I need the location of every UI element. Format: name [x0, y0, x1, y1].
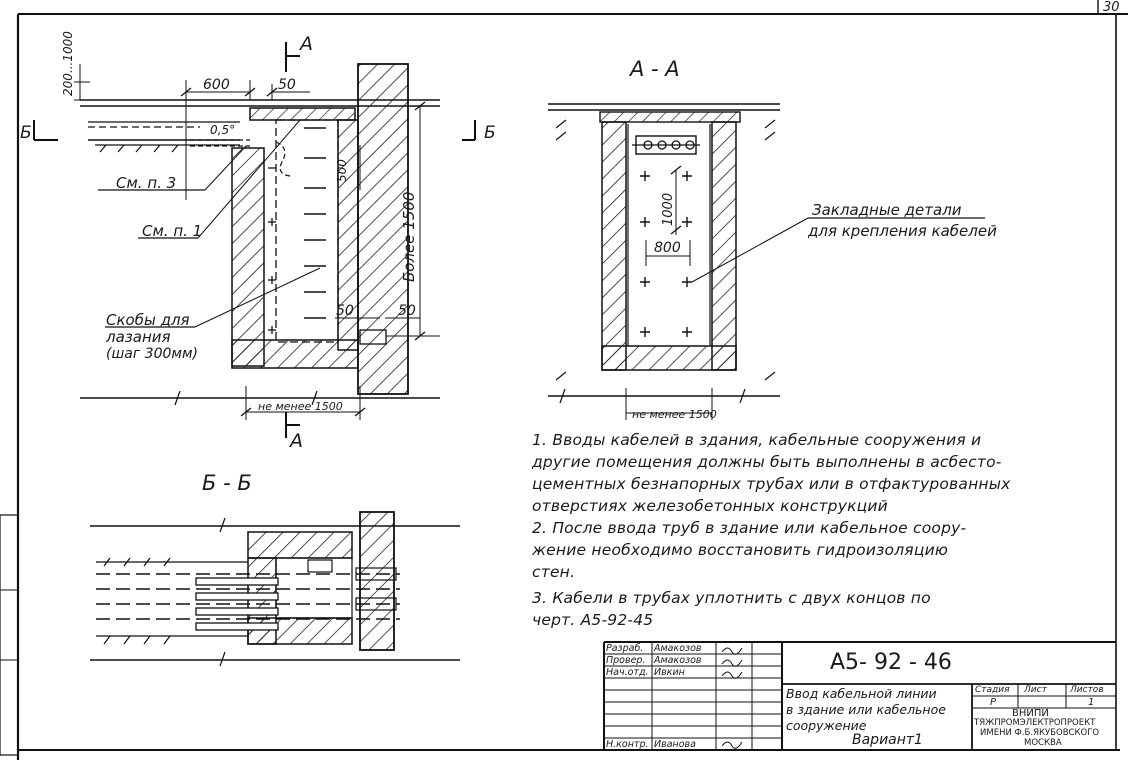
section-mark-left: Б: [20, 123, 32, 143]
plan-min-width: не менее 1500: [258, 400, 343, 413]
section-mark-bottom: А: [288, 430, 303, 452]
doc-code: А5- 92 - 46: [830, 650, 952, 675]
plan-labels: 200...1000 600 50 0,5° См. п. 3 См. п. 1…: [20, 31, 496, 452]
sheets-header: Листов: [1070, 685, 1104, 695]
dim-50-top: 50: [278, 77, 296, 93]
section-mark-right: Б: [484, 123, 496, 143]
name-1: Амакозов: [654, 643, 702, 654]
name-4: Иванова: [654, 739, 696, 750]
section-bb-title: Б - Б: [202, 471, 252, 495]
ladder-label-3: (шаг 300мм): [106, 346, 198, 362]
section-aa-labels: А - А 1000 800 Закладные детали для креп…: [628, 57, 997, 421]
role-2: Провер.: [606, 655, 646, 666]
dim-50-bottom-a: 50: [336, 303, 354, 319]
note-line-2: другие помещения должны быть выполнены в…: [532, 453, 1002, 471]
description-4: Вариант1: [852, 732, 923, 748]
name-2: Амакозов: [654, 655, 702, 666]
dim-1000: 1000: [661, 193, 676, 226]
section-aa: [548, 103, 985, 420]
org-2: ТЯЖПРОМЭЛЕКТРОПРОЕКТ: [974, 718, 1096, 728]
org-3: ИМЕНИ Ф.Б.ЯКУБОВСКОГО: [980, 728, 1100, 738]
note-line-1: 1. Вводы кабелей в здания, кабельные соо…: [532, 431, 982, 449]
ref-p1-label: См. п. 1: [142, 222, 202, 240]
ladder-label-1: Скобы для: [106, 311, 190, 329]
description-2: в здание или кабельное: [786, 702, 946, 717]
section-aa-min-width: не менее 1500: [632, 408, 717, 421]
stage-value: Р: [990, 697, 997, 708]
role-3: Нач.отд.: [606, 667, 649, 678]
note-line-5: 2. После ввода труб в здание или кабельн…: [532, 519, 967, 537]
description-1: Ввод кабельной линии: [786, 686, 937, 701]
note-line-7: стен.: [532, 563, 576, 581]
org-4: МОСКВА: [1024, 738, 1062, 748]
note-line-9: черт. А5-92-45: [532, 611, 654, 629]
ladder-label-2: лазания: [105, 328, 171, 346]
note-line-6: жение необходимо восстановить гидроизоля…: [532, 541, 949, 559]
dim-500: 500: [335, 159, 349, 182]
page-number: 30: [1103, 0, 1120, 15]
note-line-4: отверстиях железобетонных конструкций: [532, 497, 888, 515]
slope-label: 0,5°: [210, 123, 235, 137]
sheets-value: 1: [1088, 697, 1095, 708]
title-block-frame: [603, 641, 1116, 750]
name-3: Ивкин: [654, 667, 685, 678]
height-label: Более 1500: [400, 192, 418, 282]
dim-50-bottom-b: 50: [398, 303, 416, 319]
plan-view: [33, 42, 476, 438]
note-line-8: 3. Кабели в трубах уплотнить с двух конц…: [532, 589, 931, 607]
org-1: ВНИПИ: [1012, 708, 1049, 719]
description-3: сооружение: [786, 718, 867, 733]
sheet-header: Лист: [1024, 685, 1047, 695]
parts-label-1: Закладные детали: [812, 201, 962, 219]
dim-800: 800: [654, 240, 681, 256]
section-mark-top: А: [298, 33, 313, 55]
role-1: Разраб.: [606, 643, 644, 654]
stage-header: Стадия: [975, 685, 1010, 695]
section-aa-title: А - А: [628, 57, 680, 81]
note-line-3: цементных безнапорных трубах или в отфак…: [532, 475, 1011, 493]
dim-200-1000: 200...1000: [61, 31, 75, 96]
section-bb: [90, 511, 460, 667]
parts-label-2: для крепления кабелей: [807, 222, 997, 240]
role-4: Н.контр.: [606, 739, 649, 750]
ref-p3-label: См. п. 3: [116, 174, 176, 192]
dim-600: 600: [203, 77, 230, 93]
